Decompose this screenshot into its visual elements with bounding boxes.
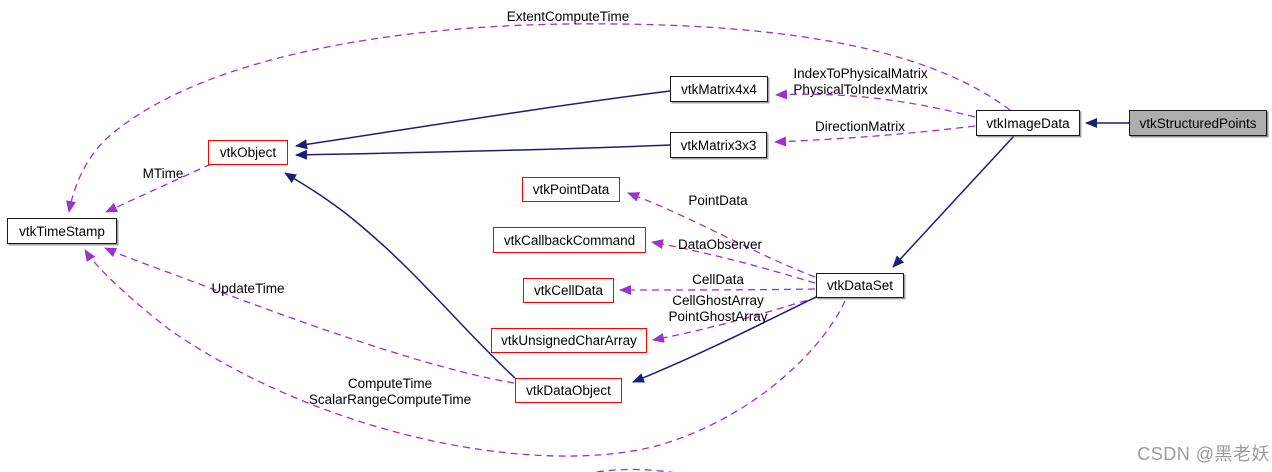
class-node-vtkdataset[interactable]: vtkDataSet [816,273,904,298]
edge-cell-data [619,284,816,295]
edge-ghost-arrays [652,296,819,343]
class-node-vtkunsignedchararray[interactable]: vtkUnsignedCharArray [491,328,647,353]
class-node-vtkimagedata[interactable]: vtkImageData [976,110,1080,136]
class-node-vtkpointdata[interactable]: vtkPointData [522,177,620,202]
class-node-vtkstructuredpoints: vtkStructuredPoints [1129,110,1267,136]
class-node-vtkmatrix4x4[interactable]: vtkMatrix4x4 [670,76,768,102]
class-node-vtkdataobject[interactable]: vtkDataObject [515,378,622,403]
class-node-vtkcelldata[interactable]: vtkCellData [523,278,614,303]
edge-matrix3x3-object [295,144,671,160]
edge-update-time [104,247,515,384]
edge-mtime [105,163,212,213]
edge-extent-compute-time [66,23,1011,213]
edge-index-physical-matrix [775,89,976,118]
edge-data-observer [651,239,816,284]
class-node-vtkobject[interactable]: vtkObject [208,140,288,165]
edge-dataobject-object [284,172,516,379]
class-node-vtkmatrix3x3[interactable]: vtkMatrix3x3 [670,132,767,158]
edge-direction-matrix [774,125,976,147]
edge-point-data [627,192,816,278]
edge-imagedata-dataset [892,135,1015,268]
class-node-vtkcallbackcommand[interactable]: vtkCallbackCommand [493,227,646,253]
edge-matrix4x4-object [295,90,671,150]
class-node-vtktimestamp[interactable]: vtkTimeStamp [7,218,117,244]
edge-dataset-dataobject [632,295,819,383]
edge-compute-time [84,249,846,457]
csdn-watermark: CSDN @黑老妖 [1137,444,1270,464]
